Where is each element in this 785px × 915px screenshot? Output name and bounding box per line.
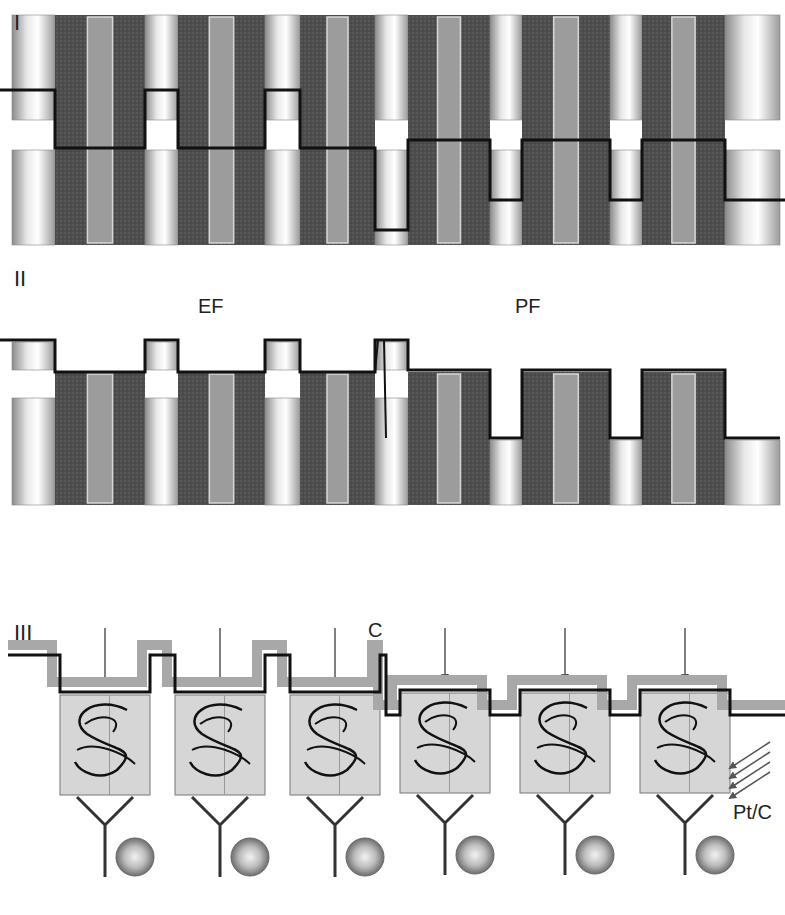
protein-stripe xyxy=(209,17,233,243)
protein-stripe xyxy=(554,17,579,243)
fracture-line xyxy=(0,90,785,230)
protein-stripe xyxy=(554,374,579,503)
gold-particle xyxy=(456,836,494,874)
gold-particle xyxy=(116,838,154,876)
protein-stripe xyxy=(438,17,461,243)
panel-label: I xyxy=(14,12,20,34)
protein-stripe xyxy=(438,374,461,503)
polypeptide-chain xyxy=(77,717,135,764)
lipid-block xyxy=(12,150,55,245)
panel-label: III xyxy=(14,622,32,644)
lipid-block xyxy=(375,398,408,505)
lipid-block xyxy=(610,440,642,505)
protein-block xyxy=(522,372,610,505)
replica-layer xyxy=(8,645,785,705)
polypeptide-chain xyxy=(417,715,475,762)
polypeptide-chain xyxy=(75,705,127,776)
panel-label: EF xyxy=(198,296,224,316)
lipid-block xyxy=(12,398,55,505)
lipid-block xyxy=(725,440,780,505)
lipid-block xyxy=(145,15,178,120)
shadowing-arrow xyxy=(730,762,770,788)
membrane-contour xyxy=(8,655,785,715)
lipid-block xyxy=(265,398,300,505)
lipid-block xyxy=(490,150,522,245)
protein-stripe xyxy=(327,17,348,243)
deposition-arrow xyxy=(684,628,686,680)
protein-stripe xyxy=(327,374,348,503)
protein-box xyxy=(400,693,490,793)
shadowing-arrow xyxy=(730,752,770,778)
shadowing-arrow xyxy=(730,772,770,798)
polypeptide-chain xyxy=(535,703,587,774)
protein-box xyxy=(175,695,265,795)
protein-block xyxy=(522,15,610,245)
polypeptide-chain xyxy=(192,717,250,764)
panel-label: C xyxy=(368,620,382,640)
fracture-line xyxy=(0,340,780,438)
protein-stripe xyxy=(87,374,112,503)
polypeptide-chain xyxy=(415,703,467,774)
gold-particle xyxy=(231,838,269,876)
lipid-block xyxy=(375,342,408,370)
protein-block xyxy=(55,15,145,245)
deposition-arrow xyxy=(219,628,221,684)
polypeptide-chain xyxy=(190,705,242,776)
protein-block xyxy=(55,372,145,505)
deposition-arrow xyxy=(444,628,446,680)
replica-panel-3 xyxy=(8,628,785,877)
lipid-block xyxy=(265,15,300,120)
protein-box xyxy=(520,693,610,793)
protein-block xyxy=(300,15,375,245)
shadowing-arrow xyxy=(730,742,770,768)
lipid-block xyxy=(145,342,178,370)
lipid-block xyxy=(490,15,522,120)
protein-box xyxy=(290,695,380,795)
membrane-panel-1 xyxy=(0,15,785,245)
lipid-block xyxy=(12,342,55,370)
lipid-block xyxy=(725,15,780,120)
lipid-block xyxy=(375,15,408,120)
lipid-block xyxy=(265,150,300,245)
protein-block xyxy=(642,372,725,505)
gold-particle xyxy=(346,838,384,876)
lipid-block xyxy=(490,440,522,505)
lipid-block xyxy=(610,150,642,245)
polypeptide-chain xyxy=(657,715,715,762)
polypeptide-chain xyxy=(655,703,707,774)
protein-block xyxy=(300,372,375,505)
lipid-block xyxy=(265,342,300,370)
membrane-panel-2 xyxy=(0,340,780,505)
protein-stripe xyxy=(672,374,695,503)
gold-particle xyxy=(696,836,734,874)
lipid-block xyxy=(725,150,780,245)
panel-label: Pt/C xyxy=(733,802,772,822)
polypeptide-chain xyxy=(305,705,357,776)
protein-stripe xyxy=(87,17,112,243)
gold-particle xyxy=(576,836,614,874)
protein-box xyxy=(640,693,730,793)
fracture-line xyxy=(375,340,386,438)
lipid-block xyxy=(610,15,642,120)
panel-label: PF xyxy=(515,296,541,316)
polypeptide-chain xyxy=(537,715,595,762)
protein-block xyxy=(642,15,725,245)
protein-block xyxy=(178,15,265,245)
lipid-block xyxy=(145,150,178,245)
lipid-block xyxy=(145,398,178,505)
protein-block xyxy=(408,15,490,245)
deposition-arrow xyxy=(564,628,566,680)
polypeptide-chain xyxy=(307,717,365,764)
protein-block xyxy=(178,372,265,505)
protein-box xyxy=(60,695,150,795)
protein-stripe xyxy=(672,17,695,243)
deposition-arrow xyxy=(334,628,336,684)
protein-stripe xyxy=(209,374,233,503)
panel-label: II xyxy=(14,268,26,290)
protein-block xyxy=(408,372,490,505)
deposition-arrow xyxy=(104,628,106,684)
